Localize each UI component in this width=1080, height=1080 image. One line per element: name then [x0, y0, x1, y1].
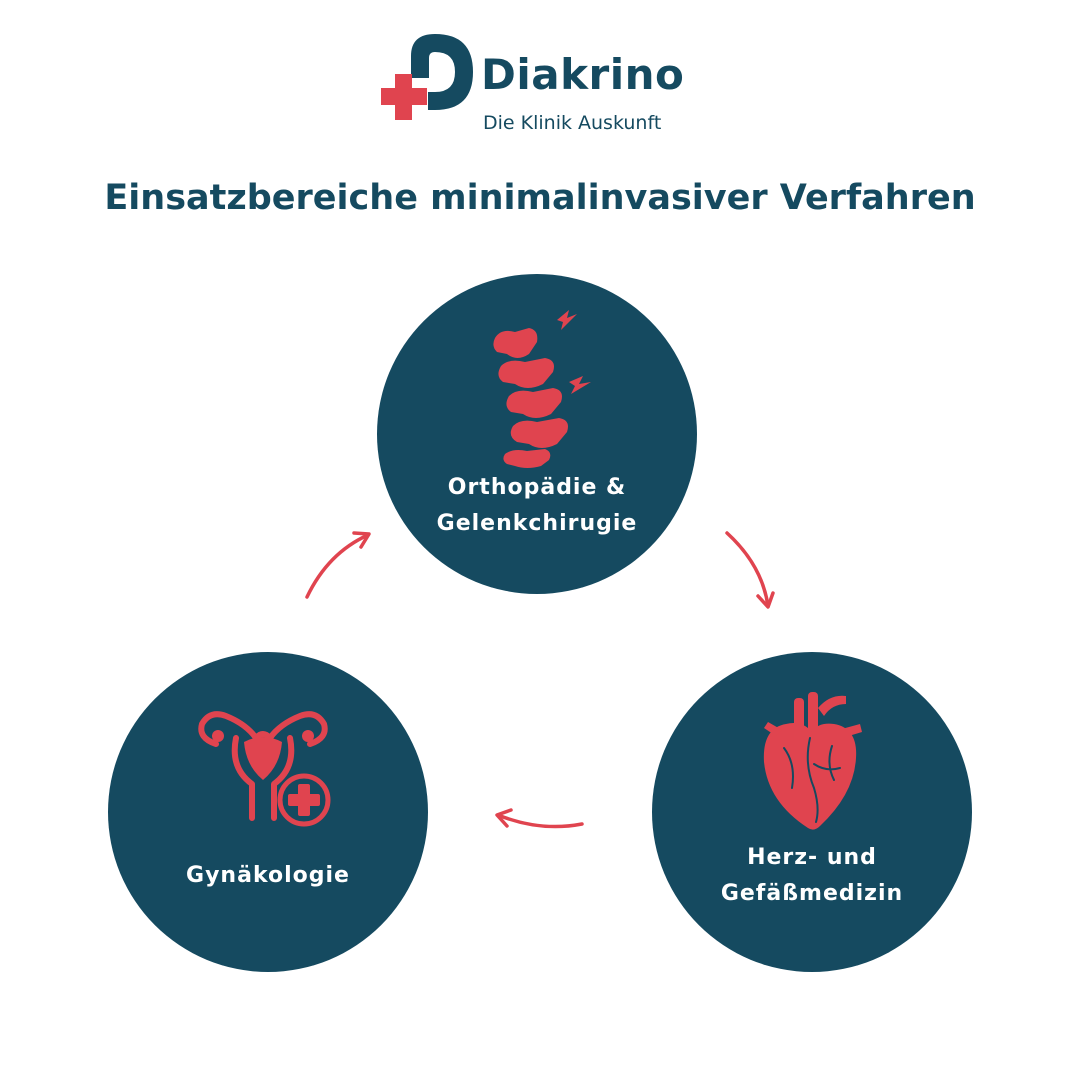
node-gynaekologie: Gynäkologie [108, 652, 428, 972]
brand-name: Diakrino [481, 50, 685, 99]
node-label: Gynäkologie [108, 858, 428, 894]
page-title: Einsatzbereiche minimalinvasiver Verfahr… [104, 178, 976, 218]
node-label-line: Gynäkologie [186, 863, 350, 888]
node-orthopaedie: Orthopädie & Gelenkchirugie [377, 274, 697, 594]
node-label: Herz- und Gefäßmedizin [652, 840, 972, 912]
node-label-line: Herz- und [747, 845, 877, 870]
logo: Diakrino Die Klinik Auskunft [381, 28, 711, 133]
arrow-left-to-top [305, 531, 371, 599]
node-label-line: Orthopädie & [447, 475, 627, 500]
uterus-icon [198, 711, 331, 827]
arrow-right-to-left [495, 808, 584, 829]
node-herz: Herz- und Gefäßmedizin [652, 652, 972, 972]
logo-mark-icon [381, 34, 473, 120]
heart-icon [763, 692, 862, 830]
node-label-line: Gelenkchirugie [436, 511, 638, 536]
node-label: Orthopädie & Gelenkchirugie [377, 470, 697, 542]
spine-icon [493, 310, 591, 468]
node-label-line: Gefäßmedizin [720, 881, 904, 906]
brand-tagline: Die Klinik Auskunft [483, 112, 662, 134]
arrow-top-to-right [725, 531, 775, 609]
